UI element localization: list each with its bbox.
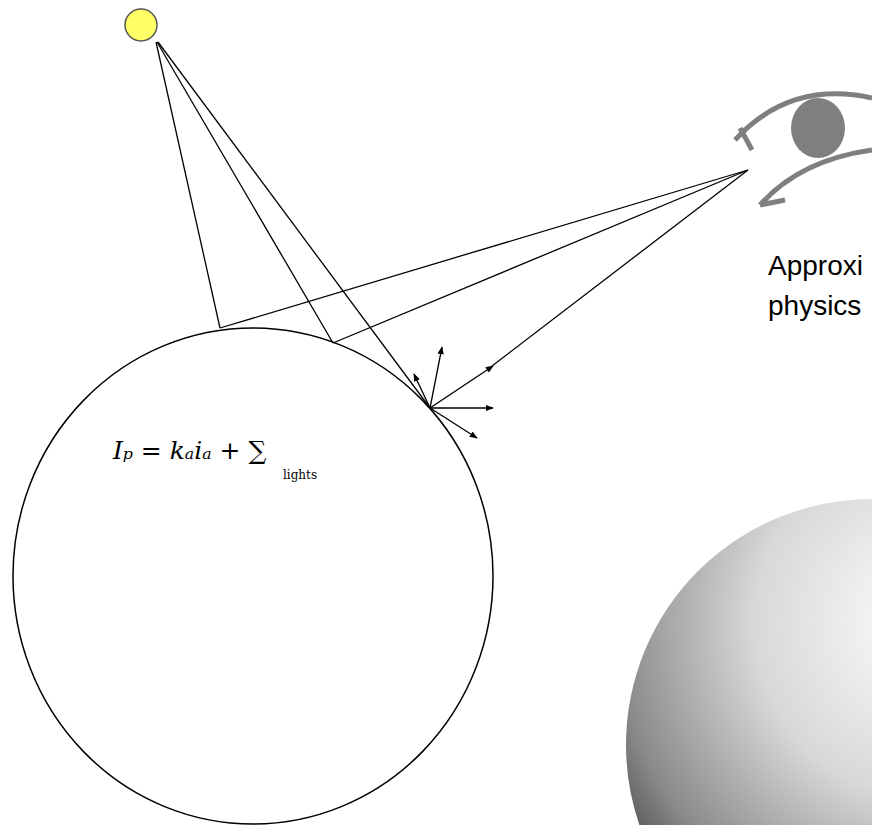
view-rays — [220, 170, 748, 366]
sphere-outline — [13, 328, 493, 824]
light-rays — [156, 42, 430, 408]
reflection-arrows — [414, 347, 493, 438]
light-source — [125, 9, 157, 41]
shading-formula: Iₚ = kₐiₐ + ∑ — [113, 436, 373, 466]
sum-subscript: lights — [283, 468, 343, 482]
eye-icon — [735, 94, 872, 205]
slide-text: Approxi physics — [768, 246, 872, 326]
shaded-sphere — [626, 499, 872, 825]
